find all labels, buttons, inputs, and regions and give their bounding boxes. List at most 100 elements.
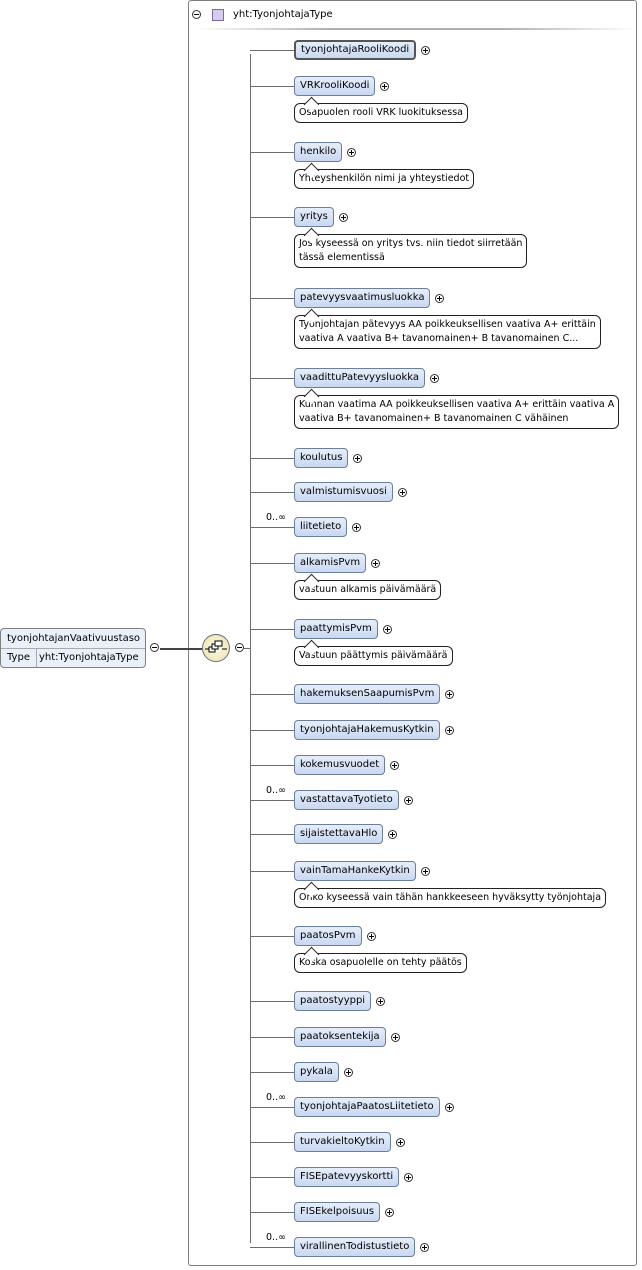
element-connector — [250, 152, 294, 153]
element-box[interactable]: turvakieltoKytkin — [294, 1132, 391, 1152]
expand-toggle[interactable] — [397, 488, 407, 497]
element-box[interactable]: paattymisPvm — [294, 619, 378, 639]
expand-toggle[interactable] — [353, 454, 363, 463]
expand-toggle[interactable] — [420, 1243, 430, 1252]
element-multiplicity: 0..∞ — [266, 785, 286, 796]
element-box[interactable]: paatostyyppi — [294, 991, 372, 1011]
element-box[interactable]: henkilo — [294, 142, 343, 162]
note-line: vaativa B+ tavanomainen+ B tavanomainen … — [299, 413, 569, 424]
element-box[interactable]: yritys — [294, 207, 334, 227]
type-container — [188, 0, 637, 1266]
expand-toggle[interactable] — [347, 148, 357, 157]
documentation-note: Vastuun päättymis päivämäärä — [294, 646, 453, 666]
expand-toggle[interactable] — [390, 761, 400, 770]
element-connector — [250, 936, 294, 937]
element-box[interactable]: koulutus — [294, 448, 349, 468]
element-connector — [250, 86, 294, 87]
element-connector — [250, 1001, 294, 1002]
element-box[interactable]: tyonjohtajaPaatosLiitetieto — [294, 1097, 440, 1117]
element-box[interactable]: tyonjohtajaRooliKoodi — [294, 40, 417, 60]
type-collapse-toggle[interactable] — [192, 10, 201, 19]
complex-type-icon — [212, 9, 224, 21]
compositor-connector — [244, 648, 250, 649]
type-title: yht:TyonjohtajaType — [233, 9, 333, 20]
expand-toggle[interactable] — [421, 46, 431, 55]
note-line: vastuun alkamis päivämäärä — [299, 584, 437, 595]
note-line: Osapuolen rooli VRK luokituksessa — [299, 107, 463, 118]
element-box[interactable]: vastattavaTyotieto — [294, 790, 399, 810]
element-connector — [250, 527, 294, 528]
root-element[interactable]: tyonjohtajanVaativuustaso Type yht:Tyonj… — [0, 628, 146, 668]
root-element-name: tyonjohtajanVaativuustaso — [1, 629, 145, 649]
element-connector — [250, 458, 294, 459]
element-connector — [250, 871, 294, 872]
element-box[interactable]: liitetieto — [294, 517, 348, 537]
expand-toggle[interactable] — [380, 82, 390, 91]
element-connector — [250, 800, 294, 801]
expand-toggle[interactable] — [371, 559, 381, 568]
element-box[interactable]: tyonjohtajaHakemusKytkin — [294, 720, 440, 740]
element-box[interactable]: patevyysvaatimusluokka — [294, 288, 431, 308]
element-box[interactable]: paatosPvm — [294, 926, 362, 946]
note-line: Vastuun päättymis päivämäärä — [299, 650, 448, 661]
element-connector — [250, 1037, 294, 1038]
root-type-label: Type — [1, 649, 37, 667]
element-connector — [250, 1072, 294, 1073]
documentation-note: Onko kyseessä vain tähän hankkeeseen hyv… — [294, 888, 607, 908]
expand-toggle[interactable] — [404, 1173, 414, 1182]
expand-toggle[interactable] — [376, 997, 386, 1006]
sequence-icon — [205, 640, 227, 653]
expand-toggle[interactable] — [444, 1103, 454, 1112]
expand-toggle[interactable] — [435, 294, 445, 303]
sequence-compositor[interactable] — [202, 634, 230, 662]
element-box[interactable]: virallinenTodistustieto — [294, 1237, 416, 1257]
element-box[interactable]: sijaistettavaHlo — [294, 824, 384, 844]
element-box[interactable]: FISEkelpoisuus — [294, 1202, 381, 1222]
documentation-note: Jos kyseessä on yritys tvs. niin tiedot … — [294, 234, 528, 268]
note-line: Yhteyshenkilön nimi ja yhteystiedot — [299, 173, 470, 184]
note-line: Jos kyseessä on yritys tvs. niin tiedot … — [299, 238, 523, 249]
element-connector — [250, 492, 294, 493]
element-connector — [250, 217, 294, 218]
expand-toggle[interactable] — [430, 374, 439, 383]
header-divider — [196, 28, 636, 30]
expand-toggle[interactable] — [338, 213, 348, 222]
expand-toggle[interactable] — [395, 1138, 405, 1147]
expand-toggle[interactable] — [385, 1208, 395, 1217]
element-box[interactable]: paatoksentekija — [294, 1027, 386, 1047]
note-line: vaativa A vaativa B+ tavanomainen+ B tav… — [299, 333, 579, 344]
element-connector — [250, 1142, 294, 1143]
element-box[interactable]: hakemuksenSaapumisPvm — [294, 684, 441, 704]
element-multiplicity: 0..∞ — [266, 512, 286, 523]
element-multiplicity: 0..∞ — [266, 1092, 286, 1103]
note-line: Työnjohtajan pätevyys AA poikkeuksellise… — [299, 319, 596, 330]
root-collapse-toggle[interactable] — [150, 643, 159, 652]
element-box[interactable]: pykala — [294, 1062, 339, 1082]
compositor-collapse-toggle[interactable] — [235, 643, 244, 652]
element-connector — [250, 563, 294, 564]
element-box[interactable]: valmistumisvuosi — [294, 482, 393, 502]
element-box[interactable]: vainTamaHankeKytkin — [294, 861, 416, 881]
documentation-note: Osapuolen rooli VRK luokituksessa — [294, 103, 468, 123]
expand-toggle[interactable] — [390, 1033, 400, 1042]
expand-toggle[interactable] — [444, 726, 454, 735]
documentation-note: Kunnan vaatima AA poikkeuksellisen vaati… — [294, 395, 620, 429]
expand-toggle[interactable] — [352, 523, 362, 532]
element-connector — [250, 1107, 294, 1108]
expand-toggle[interactable] — [382, 625, 392, 634]
expand-toggle[interactable] — [420, 867, 430, 876]
element-box[interactable]: vaadittuPatevyysluokka — [294, 368, 425, 388]
element-connector — [250, 765, 294, 766]
documentation-note: vastuun alkamis päivämäärä — [294, 580, 442, 600]
element-box[interactable]: kokemusvuodet — [294, 755, 386, 775]
element-box[interactable]: FISEpatevyyskortti — [294, 1167, 400, 1187]
element-box[interactable]: VRKrooliKoodi — [294, 76, 376, 96]
expand-toggle[interactable] — [343, 1068, 353, 1077]
element-box[interactable]: alkamisPvm — [294, 553, 367, 573]
expand-toggle[interactable] — [445, 690, 455, 699]
element-connector — [250, 629, 294, 630]
root-connector — [160, 648, 202, 650]
expand-toggle[interactable] — [366, 932, 376, 941]
expand-toggle[interactable] — [388, 830, 398, 839]
expand-toggle[interactable] — [403, 796, 413, 805]
